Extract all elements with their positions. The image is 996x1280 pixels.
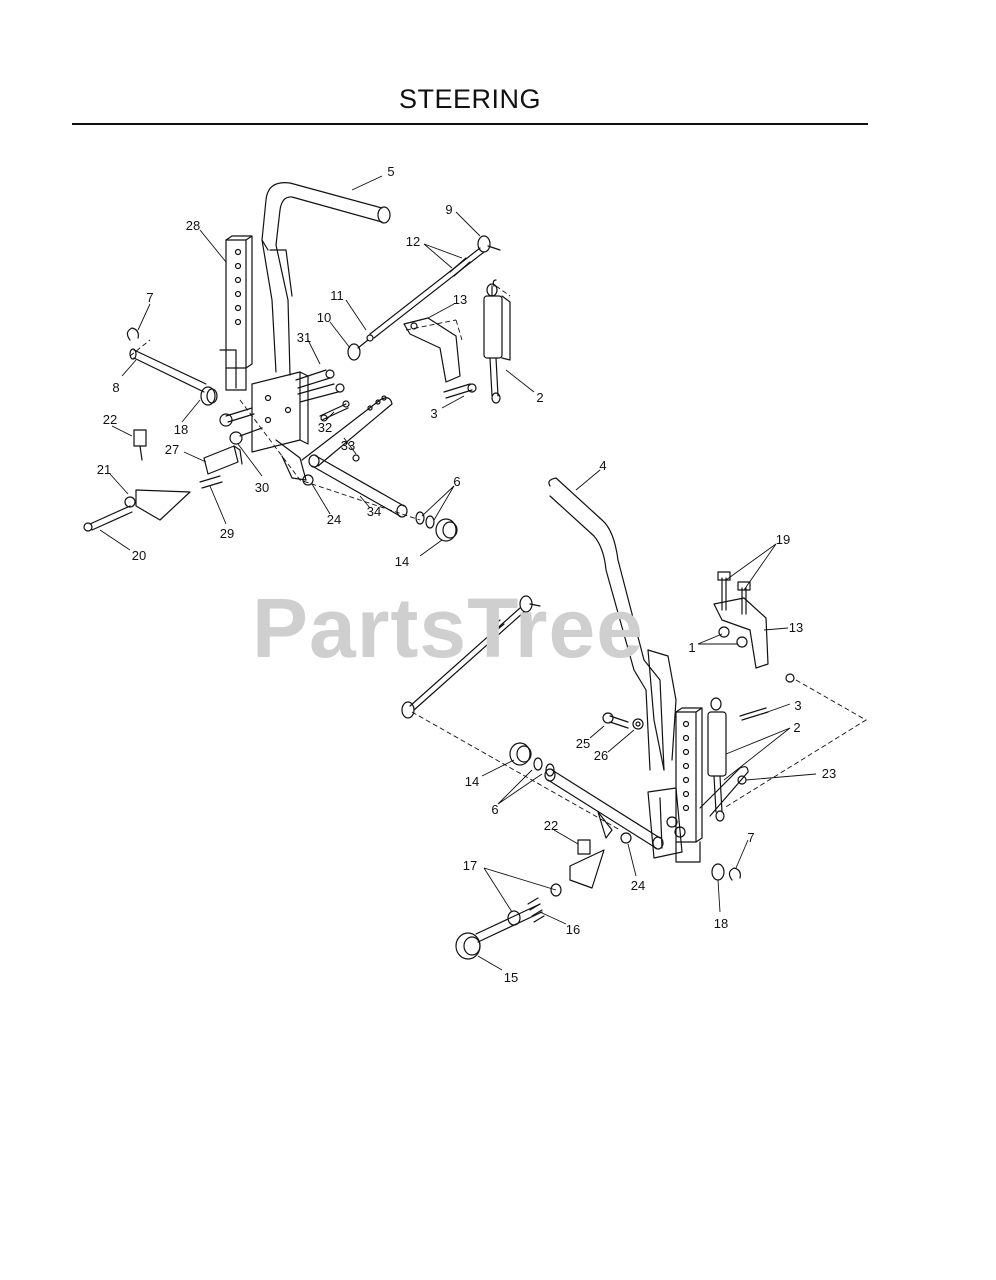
adjustment-bracket-28: [219, 235, 253, 391]
damper-2-lower: [707, 697, 727, 822]
callout-21: 21: [97, 462, 111, 477]
callout-30: 30: [255, 480, 269, 495]
tube-right: [544, 768, 664, 850]
callout-25: 25: [576, 736, 590, 751]
callout-24: 24: [327, 512, 341, 527]
callout-32: 32: [318, 420, 332, 435]
bracket-13-upper: [403, 317, 461, 383]
hardware-left-plate: [219, 407, 263, 445]
callout-7: 7: [146, 290, 153, 305]
rod-end-9: [477, 235, 501, 253]
bracket-20-21: [83, 489, 191, 532]
e-clip-7-right: [728, 867, 741, 881]
watermark-logo: PartsTree: [252, 581, 644, 675]
bracket-22-right: [569, 811, 613, 889]
callout-31: 31: [297, 330, 311, 345]
steering-handle-left: [261, 182, 391, 376]
callout-26: 26: [594, 748, 608, 763]
callout-1: 1: [688, 640, 695, 655]
callout-18: 18: [714, 916, 728, 931]
callout-33: 33: [341, 438, 355, 453]
callout-9: 9: [445, 202, 452, 217]
steering-handle-right: [548, 477, 677, 771]
spring-16: [527, 897, 545, 923]
ball-joint-10-11: [347, 334, 374, 361]
callout-22: 22: [544, 818, 558, 833]
hardware-22-left: [133, 429, 147, 461]
nut-24: [302, 474, 314, 486]
fitting-3-lower: [739, 673, 795, 721]
washer-17: [507, 883, 562, 926]
callout-3: 3: [430, 406, 437, 421]
e-clip-7: [126, 327, 139, 341]
bushing-18-right: [711, 863, 725, 881]
mounting-plate-left: [251, 371, 309, 481]
lever-arm-23: [699, 766, 749, 817]
title-divider: [72, 123, 868, 125]
bolt-25-washer-26: [602, 712, 644, 730]
callout-17: 17: [463, 858, 477, 873]
callout-22: 22: [103, 412, 117, 427]
fitting-3-upper: [443, 383, 477, 399]
callout-4: 4: [599, 458, 606, 473]
callout-16: 16: [566, 922, 580, 937]
washers-6-right: [533, 757, 555, 777]
pivot-shaft-8: [129, 348, 207, 393]
callout-27: 27: [165, 442, 179, 457]
bracket-13-lower: [713, 597, 769, 669]
damper-lever-arm: [301, 395, 393, 467]
callout-23: 23: [822, 766, 836, 781]
mounting-plate-right: [647, 787, 686, 859]
callout-14: 14: [465, 774, 479, 789]
pin-29: [199, 475, 223, 489]
callout-18: 18: [174, 422, 188, 437]
block-27: [203, 445, 243, 475]
callout-12: 12: [406, 234, 420, 249]
callout-14: 14: [395, 554, 409, 569]
callout-3: 3: [794, 698, 801, 713]
callout-15: 15: [504, 970, 518, 985]
bolts-31: [295, 369, 345, 403]
bolts-19: [717, 571, 751, 615]
callout-29: 29: [220, 526, 234, 541]
callout-7: 7: [747, 830, 754, 845]
tube-34: [308, 454, 408, 518]
callout-8: 8: [112, 380, 119, 395]
callout-6: 6: [453, 474, 460, 489]
callout-11: 11: [330, 288, 344, 303]
callout-2: 2: [536, 390, 543, 405]
knob-14-left: [435, 518, 458, 542]
washers-6-left: [415, 511, 435, 529]
callout-19: 19: [776, 532, 790, 547]
callout-6: 6: [491, 802, 498, 817]
callout-34: 34: [367, 504, 381, 519]
callout-28: 28: [186, 218, 200, 233]
callout-13: 13: [453, 292, 467, 307]
callout-20: 20: [132, 548, 146, 563]
knob-15: [455, 903, 543, 960]
callout-24: 24: [631, 878, 645, 893]
callout-10: 10: [317, 310, 331, 325]
nut-24-right: [620, 832, 632, 844]
hardware-32-33: [319, 400, 360, 462]
callout-13: 13: [789, 620, 803, 635]
bushing-18: [200, 386, 218, 406]
page-title: STEERING: [398, 84, 542, 114]
callout-2: 2: [793, 720, 800, 735]
adjustment-bracket-right: [675, 707, 703, 863]
callout-5: 5: [387, 164, 394, 179]
nuts-1: [718, 626, 748, 648]
knob-14-right: [509, 742, 532, 766]
tie-rod-lower: [401, 595, 541, 719]
damper-2-upper: [483, 279, 511, 404]
tie-rod-12: [369, 247, 485, 339]
